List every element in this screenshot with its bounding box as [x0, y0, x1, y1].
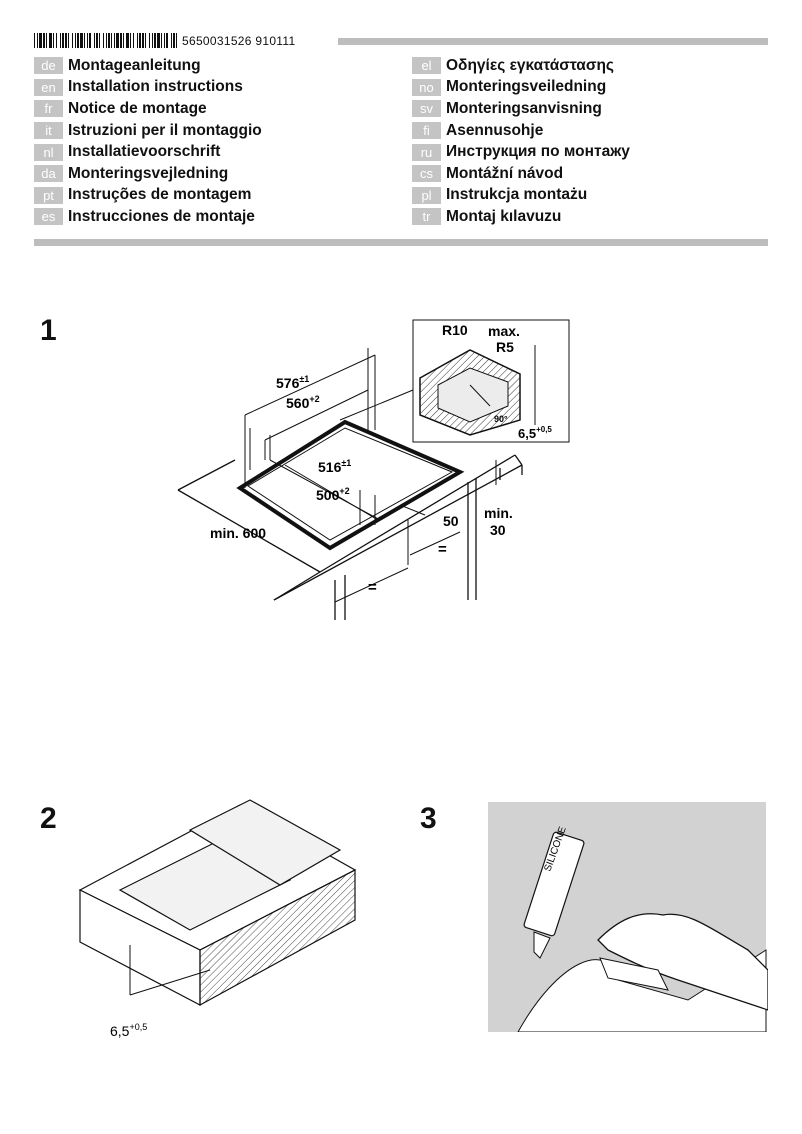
language-row-tr: tr Montaj kılavuzu [412, 206, 630, 228]
language-row-el: el Οδηγίες εγκατάστασης [412, 55, 630, 77]
language-title: Instrucciones de montaje [68, 207, 255, 225]
language-row-nl: nl Installatievoorschrift [34, 141, 262, 163]
hob-panels [118, 799, 342, 931]
language-row-fi: fi Asennusohje [412, 120, 630, 142]
language-code-badge: en [34, 78, 63, 96]
language-title: Notice de montage [68, 99, 207, 117]
fig2-depth-dimension: 6,5+0,5 [110, 1022, 147, 1039]
detail-radius: R10 [442, 322, 468, 338]
language-code-badge: fr [34, 100, 63, 118]
language-title: Instruções de montagem [68, 186, 252, 204]
figure-worktop-insertion: 6,5+0,5 [78, 799, 357, 1039]
language-code-badge: es [34, 208, 63, 226]
language-row-sv: sv Monteringsanvisning [412, 98, 630, 120]
figure-cutout-dimensions: 576±1 560+2 516±1 500+2 50 min. 600 min.… [177, 319, 570, 620]
language-title: Installation instructions [68, 78, 243, 96]
language-row-es: es Instrucciones de montaje [34, 206, 262, 228]
dim-min-thickness-a: min. [484, 505, 513, 521]
dim-front-distance: 50 [443, 513, 459, 529]
language-title: Asennusohje [446, 121, 544, 139]
language-list-left: de Montageanleitung en Installation instruc… [34, 55, 262, 228]
equal-mark-b: = [368, 579, 377, 596]
language-code-badge: da [34, 165, 63, 183]
cutout-outline [236, 419, 465, 551]
language-code-badge: ru [412, 143, 441, 161]
detail-depth: 6,5+0,5 [518, 425, 552, 441]
language-title: Istruzioni per il montaggio [68, 121, 262, 139]
language-title: Montážní návod [446, 164, 564, 182]
equal-mark-a: = [438, 541, 447, 558]
language-code-badge: nl [34, 143, 63, 161]
language-row-cs: cs Montážní návod [412, 163, 630, 185]
language-title: Montageanleitung [68, 56, 201, 74]
language-row-da: da Monteringsvejledning [34, 163, 262, 185]
language-title: Monteringsanvisning [446, 99, 602, 117]
figure-silicone-application: SILICONE [488, 802, 768, 1032]
language-code-badge: de [34, 57, 63, 75]
language-code-badge: el [412, 57, 441, 75]
language-title: Installatievoorschrift [68, 143, 221, 161]
language-row-de: de Montageanleitung [34, 55, 262, 77]
dim-outer-width: 576±1 [276, 374, 309, 391]
language-title: Monteringsveiledning [446, 78, 607, 96]
language-code-badge: tr [412, 208, 441, 226]
detail-angle: 90° [494, 414, 508, 424]
step-number-2: 2 [40, 802, 57, 835]
language-row-it: it Istruzioni per il montaggio [34, 120, 262, 142]
language-title: Инструкция по монтажу [446, 143, 630, 161]
corner-detail-inset: R10 max. R5 90° 6,5+0,5 [339, 319, 570, 443]
dimension-lines [244, 348, 497, 603]
language-row-ru: ru Инструкция по монтажу [412, 141, 630, 163]
language-code-badge: fi [412, 122, 441, 140]
dim-min-thickness-b: 30 [490, 522, 506, 538]
section-rule [34, 239, 768, 246]
language-row-pl: pl Instrukcja montażu [412, 185, 630, 207]
language-code-badge: cs [412, 165, 441, 183]
language-title: Montaj kılavuzu [446, 207, 562, 225]
language-title: Monteringsvejledning [68, 164, 229, 182]
language-title: Οδηγίες εγκατάστασης [446, 56, 614, 74]
language-row-no: no Monteringsveiledning [412, 77, 630, 99]
worktop [177, 454, 523, 620]
language-title: Instrukcja montażu [446, 186, 588, 204]
language-code-badge: it [34, 122, 63, 140]
dim-cutout-width: 560+2 [286, 394, 320, 411]
language-list-right: el Οδηγίες εγκατάστασης no Monteringsveiled… [412, 55, 630, 228]
language-code-badge: pt [34, 186, 63, 204]
dim-outer-depth: 516±1 [318, 458, 351, 475]
barcode-number: 5650031526 910111 [182, 34, 296, 48]
language-code-badge: pl [412, 186, 441, 204]
language-row-fr: fr Notice de montage [34, 98, 262, 120]
detail-max-a: max. [488, 323, 520, 339]
step-number-1: 1 [40, 314, 57, 347]
dim-cutout-depth: 500+2 [316, 486, 350, 503]
dim-min-depth: min. 600 [210, 525, 266, 541]
header-rule [338, 38, 768, 45]
hand [597, 913, 768, 1011]
detail-max-b: R5 [496, 339, 514, 355]
language-code-badge: sv [412, 100, 441, 118]
language-row-en: en Installation instructions [34, 77, 262, 99]
language-code-badge: no [412, 78, 441, 96]
step-number-3: 3 [420, 802, 437, 835]
barcode [34, 33, 177, 48]
language-row-pt: pt Instruções de montagem [34, 185, 262, 207]
